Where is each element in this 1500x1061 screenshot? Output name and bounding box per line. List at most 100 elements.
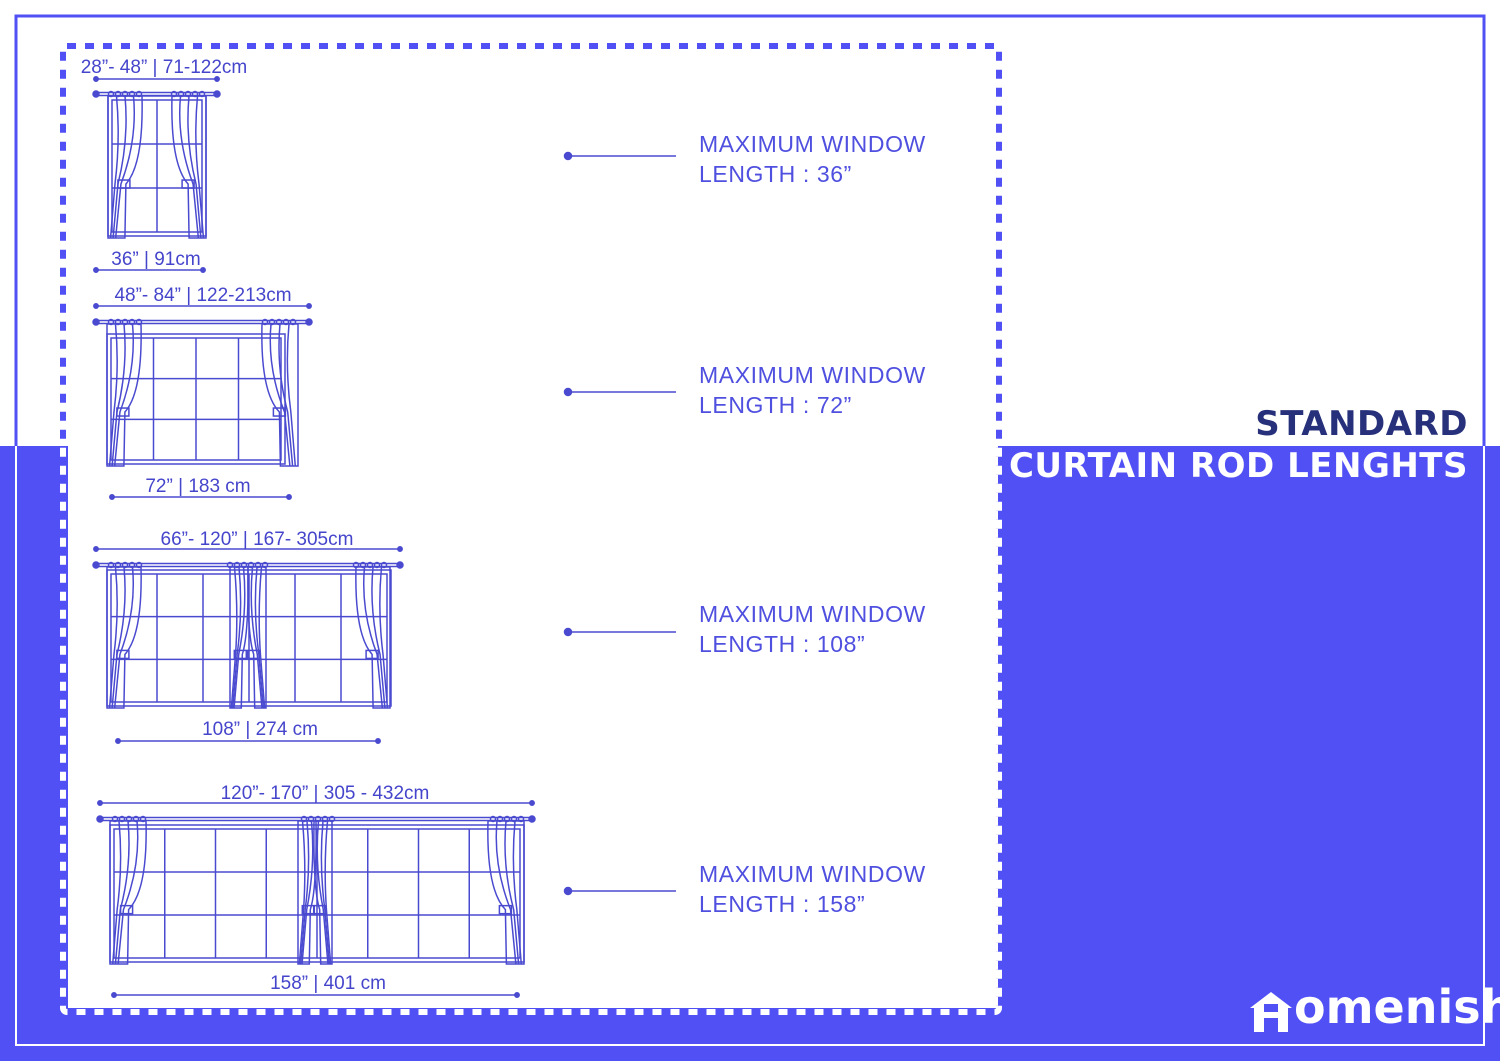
curtain-ring	[517, 815, 525, 823]
rod-length-label-3: 66”- 120” | 167- 305cm	[160, 529, 354, 550]
curtain-ring	[107, 318, 115, 326]
rod-dimension-line-end	[306, 303, 312, 309]
max-window-length-3: MAXIMUM WINDOW LENGTH : 108”	[699, 599, 926, 659]
curtain-panel-fold	[113, 566, 135, 709]
max-label-line1: MAXIMUM WINDOW	[699, 362, 926, 388]
curtain-ring	[128, 561, 136, 569]
curtain-panel	[106, 566, 142, 709]
curtain-panel-tieback	[181, 179, 195, 189]
curtain-ring	[114, 90, 122, 98]
curtain-panel-tieback	[246, 649, 261, 660]
curtain-ring	[261, 318, 269, 326]
max-label-line2: LENGTH : 158”	[699, 891, 866, 917]
curtain-panel-fold	[379, 566, 389, 709]
curtain-ring	[359, 561, 367, 569]
curtain-panel-fold	[117, 820, 139, 965]
rod-length-label-4: 120”- 170” | 305 - 432cm	[220, 783, 430, 804]
max-label-line2: LENGTH : 36”	[699, 161, 852, 187]
curtain-ring	[177, 90, 185, 98]
curtain-panel	[247, 566, 267, 709]
curtain-panel-fold	[108, 566, 118, 709]
curtain-ring	[184, 90, 192, 98]
curtain-ring	[107, 90, 115, 98]
curtain-ring	[107, 561, 115, 569]
curtain-panel-fold	[512, 820, 523, 965]
window-dimension-line-end	[111, 992, 117, 998]
window-width-label-4: 158” | 401 cm	[270, 973, 386, 994]
rod-finial	[305, 318, 313, 326]
curtain-ring	[489, 815, 497, 823]
curtain-ring	[191, 90, 199, 98]
curtain-panel-fold	[298, 820, 306, 965]
curtain-panel-tieback	[312, 904, 327, 915]
curtain-panel-fold	[299, 820, 310, 965]
curtain-ring	[366, 561, 374, 569]
curtain-panel	[171, 95, 207, 239]
curtain-ring	[128, 90, 136, 98]
rod-dimension-line-end	[93, 546, 99, 552]
max-window-length-1: MAXIMUM WINDOW LENGTH : 36”	[699, 129, 926, 189]
top-frame	[14, 14, 1486, 446]
window-width-label-2: 72” | 183 cm	[145, 476, 251, 497]
curtain-panel-fold	[504, 820, 520, 965]
curtain-ring	[170, 90, 178, 98]
curtain-ring	[135, 561, 143, 569]
window-width-label-1: 36” | 91cm	[111, 249, 201, 270]
curtain-panel-fold	[316, 820, 329, 965]
curtain-ring	[121, 561, 129, 569]
window-dimension-line-end	[109, 494, 115, 500]
curtain-ring	[380, 561, 388, 569]
curtain-panel-fold	[301, 820, 314, 965]
curtain-panel-fold	[195, 95, 205, 239]
curtain-ring	[135, 318, 143, 326]
curtain-ring	[114, 561, 122, 569]
curtain-panel-fold	[109, 95, 119, 239]
curtain-ring	[132, 815, 140, 823]
rod-dimension-line-end	[529, 800, 535, 806]
curtain-ring	[373, 561, 381, 569]
curtain-ring	[125, 815, 133, 823]
curtain-panel	[297, 820, 317, 965]
curtain-panel-fold	[114, 95, 136, 239]
rod-finial	[92, 318, 100, 326]
rod-finial	[396, 561, 404, 569]
curtain-ring	[300, 815, 308, 823]
title-standard: STANDARD	[1255, 404, 1468, 444]
window-dimension-line-end	[286, 494, 292, 500]
curtain-panel-fold	[371, 566, 386, 709]
curtain-ring	[240, 561, 248, 569]
curtain-ring	[135, 90, 143, 98]
max-label-line2: LENGTH : 72”	[699, 392, 852, 418]
curtain-panel-tieback	[116, 407, 130, 417]
curtain-panel	[109, 820, 147, 965]
curtain-ring	[275, 318, 283, 326]
curtain-panel-fold	[108, 323, 118, 467]
curtain-panel-fold	[362, 566, 384, 709]
curtain-panel	[106, 323, 142, 467]
rod-finial	[213, 90, 221, 98]
curtain-ring	[139, 815, 147, 823]
rod-dimension-line-end	[93, 303, 99, 309]
curtain-panel-fold	[495, 820, 517, 965]
rod-finial	[92, 561, 100, 569]
max-label-line1: MAXIMUM WINDOW	[699, 131, 926, 157]
curtain-ring	[118, 815, 126, 823]
curtain-panel-fold	[231, 566, 242, 709]
curtain-panel-fold	[230, 566, 238, 709]
curtain-ring	[314, 815, 322, 823]
curtain-ring	[307, 815, 315, 823]
max-window-length-4: MAXIMUM WINDOW LENGTH : 158”	[699, 859, 926, 919]
curtain-panel-fold	[269, 323, 291, 467]
curtain-panel-fold	[113, 323, 135, 467]
curtain-ring	[268, 318, 276, 326]
rod-dimension-line-end	[214, 76, 220, 82]
brand-name: omenish	[1294, 980, 1500, 1034]
curtain-ring	[289, 318, 297, 326]
curtain-panel-tieback	[365, 649, 379, 660]
curtain-ring	[321, 815, 329, 823]
curtain-panel	[355, 566, 391, 709]
curtain-panel-tieback	[117, 179, 131, 189]
curtain-ring	[510, 815, 518, 823]
curtain-ring	[503, 815, 511, 823]
rod-length-label-1: 28”- 48” | 71-122cm	[80, 57, 248, 78]
